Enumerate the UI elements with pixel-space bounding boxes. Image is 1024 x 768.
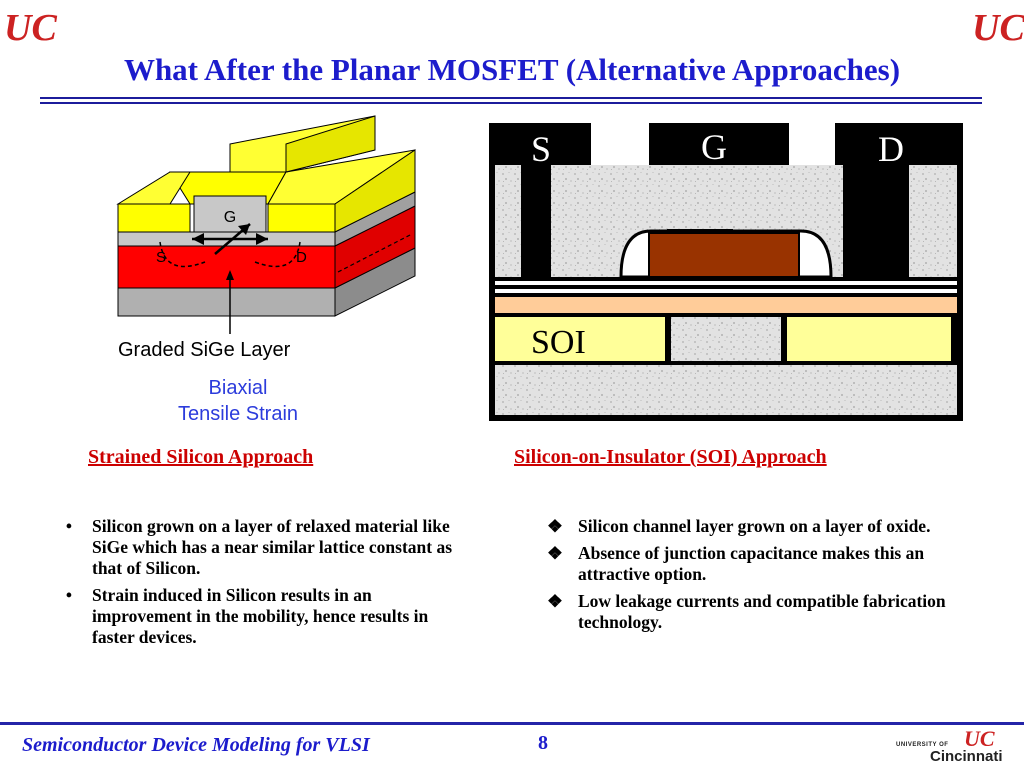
source-junction [159,241,206,268]
yellow-left-top [116,171,191,205]
footer-uc-logo: UC [964,726,995,751]
soi-diagram: S G D SOI [489,123,963,421]
footer-rule [0,722,1024,725]
uc-logo-text: UC [972,7,1024,49]
yellow-side [334,149,416,233]
title-rule-bottom [40,102,982,104]
uc-logo-text: UC [4,7,57,49]
list-item: ❖Low leakage currents and compatible fab… [547,591,946,632]
soi-drain-region [787,317,951,361]
substrate-front [117,287,336,317]
title-rule-top [40,97,982,99]
graded-sige-label: Graded SiGe Layer [118,339,291,361]
soi-caption: Silicon-on-Insulator (SOI) Approach [514,446,827,468]
course-title: Semiconductor Device Modeling for VLSI [22,734,370,756]
gate-fin-side [285,115,376,173]
soi-source-label: S [531,129,551,169]
strained-silicon-diagram: G S D Graded SiGe Layer Biaxial Tensile … [116,115,416,425]
list-item: •Silicon grown on a layer of relaxed mat… [65,516,453,578]
footer-uc-logo-text: UC [964,726,995,751]
soi-source-region [495,317,665,361]
gap-source-gate [591,123,649,165]
page-number: 8 [538,732,548,754]
buried-oxide [495,365,957,415]
arrow-head-up-icon [238,224,250,235]
university-of-label: UNIVERSITY OF [896,742,949,748]
slide-title: What After the Planar MOSFET (Alternativ… [123,52,901,87]
soi-channel-region [671,317,781,361]
soi-label: SOI [531,324,586,361]
oxide-right [909,165,957,277]
strained-silicon-bullets: •Silicon grown on a layer of relaxed mat… [54,516,464,654]
thin-white-line-1 [495,281,957,285]
list-item: •Strain induced in Silicon results in an… [65,585,429,647]
source-label: S [156,249,166,266]
gate-box [193,195,267,233]
pointer-head-icon [226,270,234,280]
thin-white-line-2 [495,289,957,293]
soi-gate-label: G [701,127,727,167]
gate-oxide-layer [495,297,957,313]
university-name: Cincinnati [930,748,1003,765]
drain-junction [254,241,301,268]
arrow-head-right-icon [256,233,268,245]
uc-logo-left: UC [4,7,57,49]
list-item: ❖Absence of junction capacitance makes t… [547,543,925,584]
yellow-left-front [117,203,191,233]
biaxial-label: Biaxial [209,377,268,399]
oxide-left [495,165,521,277]
uc-logo-right: UC [972,7,1024,49]
tensile-strain-label: Tensile Strain [178,403,298,425]
soi-gate [648,232,800,278]
drain-label: D [296,249,307,266]
soi-drain-label: D [878,129,904,169]
yellow-right-front [267,203,336,233]
arrow-head-left-icon [192,233,204,245]
list-item: ❖Silicon channel layer grown on a layer … [547,516,931,536]
gate-label: G [224,209,236,226]
strained-silicon-caption: Strained Silicon Approach [88,446,314,468]
soi-bullets: ❖Silicon channel layer grown on a layer … [540,516,950,639]
gap-gate-drain [789,123,835,165]
oxide-above-gate [667,165,733,229]
